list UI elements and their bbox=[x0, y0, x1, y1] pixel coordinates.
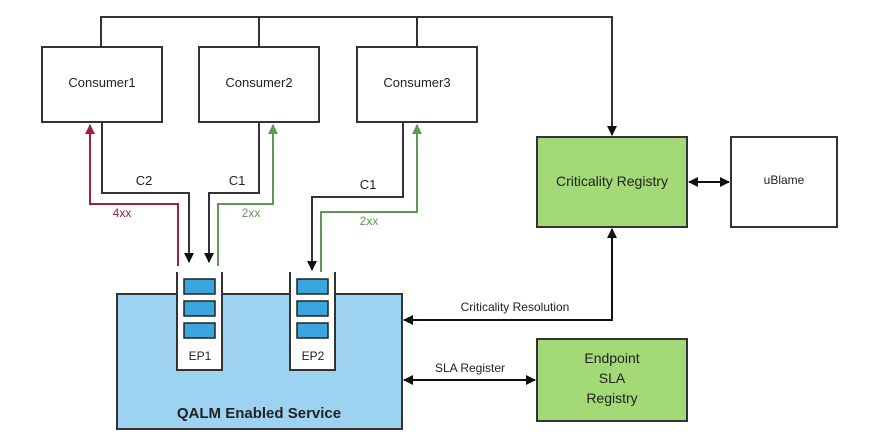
consumer2-response-arrow bbox=[217, 124, 278, 266]
queue-slot bbox=[183, 300, 216, 317]
consumer2-request-arrow bbox=[204, 122, 260, 263]
ep1-label: EP1 bbox=[189, 349, 212, 363]
consumer1-request-label: C2 bbox=[136, 173, 153, 188]
endpoint-sla-registry-box[interactable]: Endpoint SLA Registry bbox=[536, 338, 688, 422]
consumer3-request-arrow bbox=[307, 122, 404, 271]
consumer-bus-line bbox=[100, 16, 617, 136]
endpoint-ep2-queue[interactable]: EP2 bbox=[289, 272, 336, 371]
queue-slot bbox=[183, 322, 216, 339]
consumer1-label: Consumer1 bbox=[68, 75, 135, 90]
criticality-resolution-arrow bbox=[403, 228, 617, 325]
consumer3-request-label: C1 bbox=[360, 177, 377, 192]
queue-slot bbox=[183, 278, 216, 295]
consumer2-response-label: 2xx bbox=[242, 206, 261, 220]
consumer3-label: Consumer3 bbox=[383, 75, 450, 90]
criticality-resolution-label: Criticality Resolution bbox=[461, 300, 570, 314]
ublame-box[interactable]: uBlame bbox=[730, 136, 838, 228]
endpoint-ep1-queue[interactable]: EP1 bbox=[176, 272, 223, 371]
qalm-service-box[interactable]: QALM Enabled Service bbox=[116, 293, 403, 430]
consumer3-response-label: 2xx bbox=[360, 214, 379, 228]
queue-slot bbox=[296, 278, 329, 295]
queue-slot bbox=[296, 300, 329, 317]
consumer1-response-arrow bbox=[85, 124, 179, 266]
criticality-registry-box[interactable]: Criticality Registry bbox=[536, 136, 688, 228]
sla-registry-line1: Endpoint bbox=[584, 350, 639, 366]
queue-slot bbox=[296, 322, 329, 339]
consumer1-box[interactable]: Consumer1 bbox=[41, 46, 163, 123]
ublame-label: uBlame bbox=[764, 173, 805, 187]
consumer2-label: Consumer2 bbox=[225, 75, 292, 90]
consumer1-response-label: 4xx bbox=[113, 206, 132, 220]
sla-register-label: SLA Register bbox=[435, 361, 505, 375]
sla-registry-line2: SLA bbox=[599, 370, 626, 386]
ep2-label: EP2 bbox=[302, 349, 325, 363]
consumer1-request-arrow bbox=[101, 122, 194, 263]
criticality-registry-label: Criticality Registry bbox=[556, 173, 668, 189]
consumer2-box[interactable]: Consumer2 bbox=[198, 46, 320, 123]
service-label: QALM Enabled Service bbox=[177, 405, 341, 422]
consumer3-box[interactable]: Consumer3 bbox=[356, 46, 478, 123]
consumer2-request-label: C1 bbox=[229, 173, 246, 188]
sla-registry-line3: Registry bbox=[586, 390, 637, 406]
consumer3-response-arrow bbox=[320, 124, 422, 272]
